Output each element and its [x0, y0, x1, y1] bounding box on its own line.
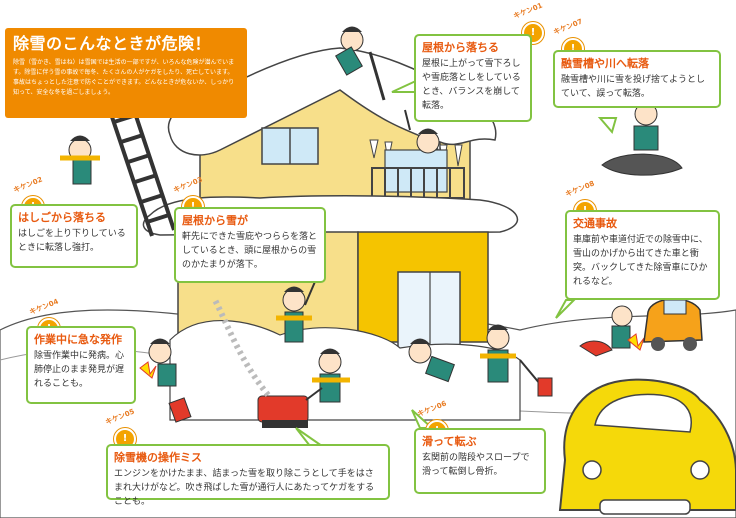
card-channel-fall: 融雪槽や川へ転落 融雪槽や川に雪を投げ捨てようとしていて、誤って転落。 — [553, 50, 721, 108]
person-channel — [601, 100, 683, 176]
card-tail-channel — [597, 117, 618, 135]
intro-text: 除雪（雪かき、雪はね）は雪国では生活の一部ですが、いろんな危険が潜んでいます。除… — [13, 59, 235, 96]
card-attack: 作業中に急な発作 除雪作業中に発病。心肺停止のまま発見が遅れることも。 — [26, 326, 136, 404]
card-title: 屋根から落ちる — [422, 41, 499, 54]
card-body: 屋根に上がって雪下ろしや雪庇落としをしているとき、バランスを崩して転落。 — [422, 59, 521, 111]
card-title: 作業中に急な発作 — [34, 333, 122, 346]
person-slip — [408, 338, 455, 383]
intro-box: 除雪のこんなときが危険！ 除雪（雪かき、雪はね）は雪国では生活の一部ですが、いろ… — [5, 28, 247, 118]
card-title: 除雪機の操作ミス — [114, 451, 202, 464]
card-roof-fall: 屋根から落ちる 屋根に上がって雪下ろしや雪庇落としをしているとき、バランスを崩し… — [414, 34, 532, 122]
card-title: 融雪槽や川へ転落 — [561, 57, 649, 70]
orange-car — [643, 298, 703, 351]
card-traffic: 交通事故 車庫前や車道付近での除雪中に、雪山のかげから出てきた車と衝突。バックし… — [565, 210, 720, 300]
card-body: 玄関前の階段やスロープで滑って転倒し骨折。 — [422, 453, 530, 477]
card-body: エンジンをかけたまま、詰まった雪を取り除こうとして手をはさまれ大けがなど。吹き飛… — [114, 469, 375, 507]
card-body: 軒先にできた雪庇やつららを落としているとき、頭に屋根からの雪のかたまりが落下。 — [182, 232, 318, 270]
person-balcony — [404, 109, 440, 154]
blower-spray — [212, 298, 271, 397]
snow-blower — [257, 387, 323, 428]
person-traffic-shovel — [480, 324, 553, 397]
card-title: 屋根から雪が — [182, 214, 248, 227]
card-slip: 滑って転ぶ 玄関前の階段やスロープで滑って転倒し骨折。 — [414, 428, 546, 494]
person-roof — [335, 26, 386, 101]
card-ladder-fall: はしごから落ちる はしごを上り下りしているときに転落し強打。 — [10, 204, 138, 268]
card-roof-snow: 屋根から雪が 軒先にできた雪庇やつららを落としているとき、頭に屋根からの雪のかた… — [174, 207, 326, 283]
card-body: はしごを上り下りしているときに転落し強打。 — [18, 229, 126, 253]
card-body: 除雪作業中に発病。心肺停止のまま発見が遅れることも。 — [34, 351, 125, 389]
card-tail-traffic — [555, 299, 577, 319]
person-traffic-hit — [579, 305, 645, 357]
card-title: 滑って転ぶ — [422, 435, 477, 448]
card-blower: 除雪機の操作ミス エンジンをかけたまま、詰まった雪を取り除こうとして手をはさまれ… — [106, 444, 390, 507]
card-body: 車庫前や車道付近での除雪中に、雪山のかげから出てきた車と衝突。バックしてきた除雪… — [573, 235, 708, 287]
upper-roof-snow — [167, 47, 497, 156]
person-ladder — [60, 135, 100, 185]
yellow-car — [558, 378, 736, 515]
entrance-door — [397, 271, 461, 353]
card-title: はしごから落ちる — [18, 211, 106, 224]
person-attack — [139, 338, 192, 423]
card-title: 交通事故 — [573, 217, 617, 230]
person-blower — [312, 348, 350, 403]
page-title: 除雪のこんなときが危険！ — [13, 34, 212, 53]
card-body: 融雪槽や川に雪を投げ捨てようとしていて、誤って転落。 — [561, 75, 706, 99]
